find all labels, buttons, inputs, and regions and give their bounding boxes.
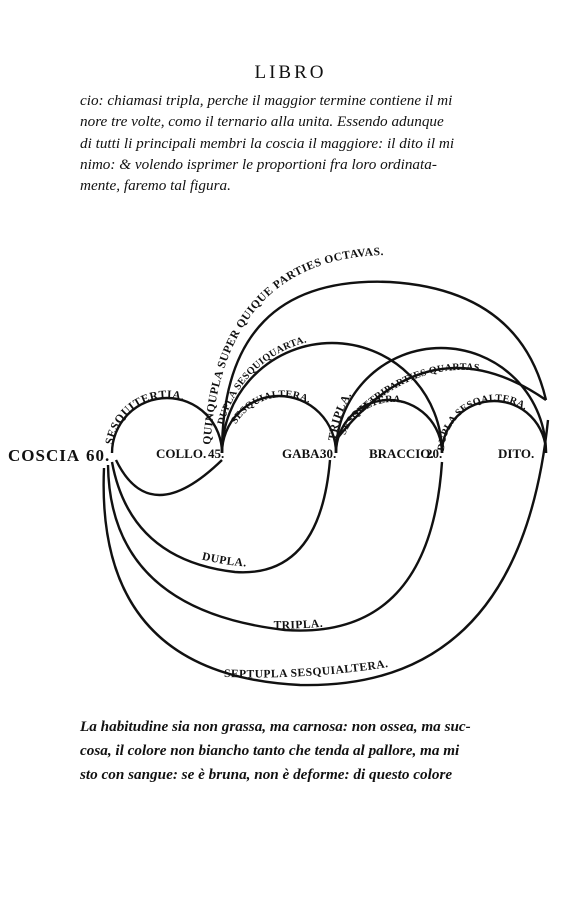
arc-dupla-sesqualtera (440, 399, 548, 454)
value-gaba: 30. (320, 446, 336, 461)
text-line: di tutti li principali membri la coscia … (80, 134, 455, 152)
value-collo: 45. (208, 446, 224, 461)
member-coscia: COSCIA (8, 446, 80, 465)
text-line: cosa, il colore non biancho tanto che te… (80, 742, 460, 759)
text-line: nore tre volte, como il ternario alla un… (80, 113, 444, 131)
member-gaba: GABA. (282, 446, 323, 461)
arc-dupla-sesquiquarta (220, 341, 444, 454)
top-paragraph: cio: chiamasi tripla, perche il maggior … (80, 90, 454, 196)
loop-inner (114, 459, 223, 496)
label-sesquiterza: SESQUITERTIA. (104, 389, 187, 446)
arc-sesquialtera-1 (220, 394, 338, 454)
arc-supertripartiens (335, 366, 547, 441)
text-line: mente, faremo tal figura. (80, 177, 231, 195)
label-sesquialtera-1: SESQUIALTERA. (229, 389, 313, 426)
member-braccio: BRACCIO. (369, 446, 434, 461)
arc-sesquiterza (110, 396, 224, 454)
member-collo: COLLO. (156, 446, 206, 461)
arc-tripla-upper (334, 346, 548, 454)
loop-dupla (110, 459, 332, 574)
label-septupla: SEPTUPLA SESQUIALTERA. (224, 658, 389, 680)
value-braccio: 20. (426, 446, 442, 461)
arc-quinqupla (220, 280, 548, 454)
label-tripla-lower: TRIPLA. (274, 618, 324, 632)
page-header: LIBRO (254, 62, 327, 83)
text-line: nimo: & volendo isprimer le proportioni … (80, 155, 437, 173)
bottom-paragraph: La habitudine sia non grassa, ma carnosa… (80, 715, 471, 787)
arc-sesquialtera-2 (334, 398, 444, 454)
text-line: La habitudine sia non grassa, ma carnosa… (80, 718, 471, 735)
label-dupla-sesqualtera: DUPLA SESQALTERA. (436, 393, 530, 452)
loop-tripla (106, 461, 444, 632)
value-coscia: 60. (86, 446, 110, 465)
text-line: cio: chiamasi tripla, perche il maggior … (80, 92, 453, 109)
member-dito: DITO. (498, 446, 534, 461)
text-line: sto con sangue: se è bruna, non è deform… (80, 766, 453, 783)
loop-septupla (102, 419, 550, 687)
